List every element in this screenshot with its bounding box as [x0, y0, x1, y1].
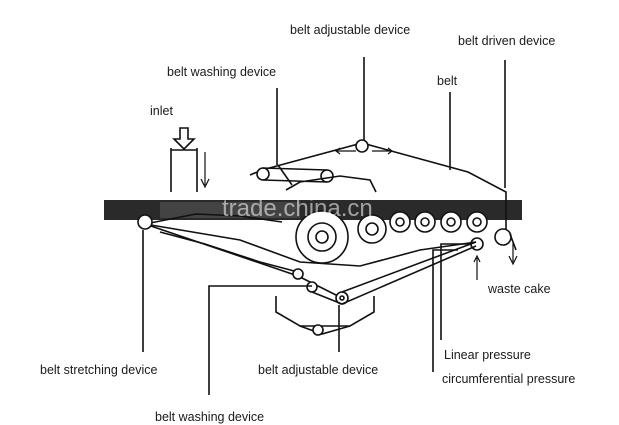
lower-roller-2: [306, 281, 318, 293]
washing-roller-top-right: [320, 169, 334, 183]
washing-roller-bottom: [312, 324, 324, 336]
label-circumferential-pressure: circumferential pressure: [442, 372, 575, 386]
label-belt-driven: belt driven device: [458, 34, 555, 48]
double-arrow-icon: [335, 147, 393, 155]
label-linear-pressure: Linear pressure: [444, 348, 531, 362]
pressure-rollers: [389, 211, 488, 233]
lower-roller-1: [292, 268, 304, 280]
machine-drawing: [104, 127, 522, 336]
lower-washing-frame: [275, 296, 375, 327]
adjustable-roller-top: [355, 139, 369, 153]
label-waste-cake: waste cake: [487, 282, 551, 296]
driven-roller: [494, 228, 512, 246]
inlet-arrow-icon: [172, 127, 196, 151]
feed-box: [170, 148, 198, 192]
leader-lines: [142, 57, 506, 395]
label-belt-adjustable-bottom: belt adjustable device: [258, 363, 378, 377]
label-belt-stretching: belt stretching device: [40, 363, 157, 377]
label-belt-adjustable-top: belt adjustable device: [290, 23, 410, 37]
drum-bracket: [285, 175, 377, 193]
label-belt: belt: [437, 74, 458, 88]
upper-belt: [261, 142, 507, 236]
stretching-roller: [137, 214, 153, 230]
label-inlet: inlet: [150, 104, 173, 118]
label-belt-washing-bottom: belt washing device: [155, 410, 264, 424]
washing-roller-top-left: [256, 167, 270, 181]
waste-cake-arrow-icon: [508, 243, 518, 266]
wedge-belt: [144, 223, 477, 267]
watermark: trade.china.cn: [222, 195, 373, 222]
label-belt-washing-top: belt washing device: [167, 65, 276, 79]
feed-small-arrow: [200, 152, 210, 189]
